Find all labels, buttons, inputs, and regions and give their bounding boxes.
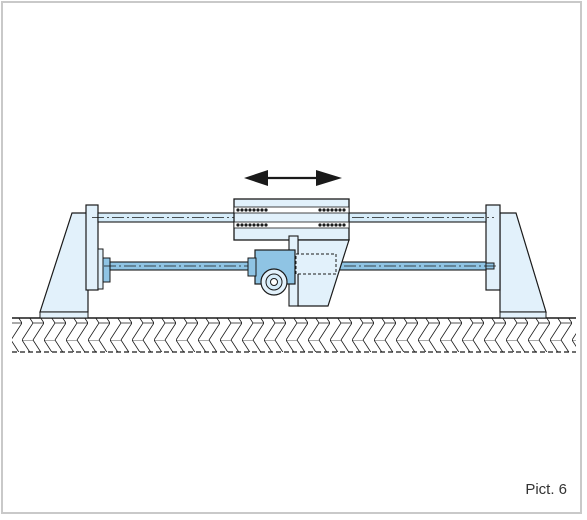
double-headed-arrow-icon — [244, 170, 342, 186]
gearbox-drive — [247, 249, 296, 296]
carriage — [233, 198, 350, 241]
ground-foundation — [12, 317, 576, 353]
figure-frame — [1, 1, 582, 514]
figure-caption: Pict. 6 — [525, 481, 567, 498]
left-support-bracket — [39, 204, 111, 319]
nut-bracket — [288, 235, 350, 307]
right-support-bracket — [485, 204, 547, 319]
